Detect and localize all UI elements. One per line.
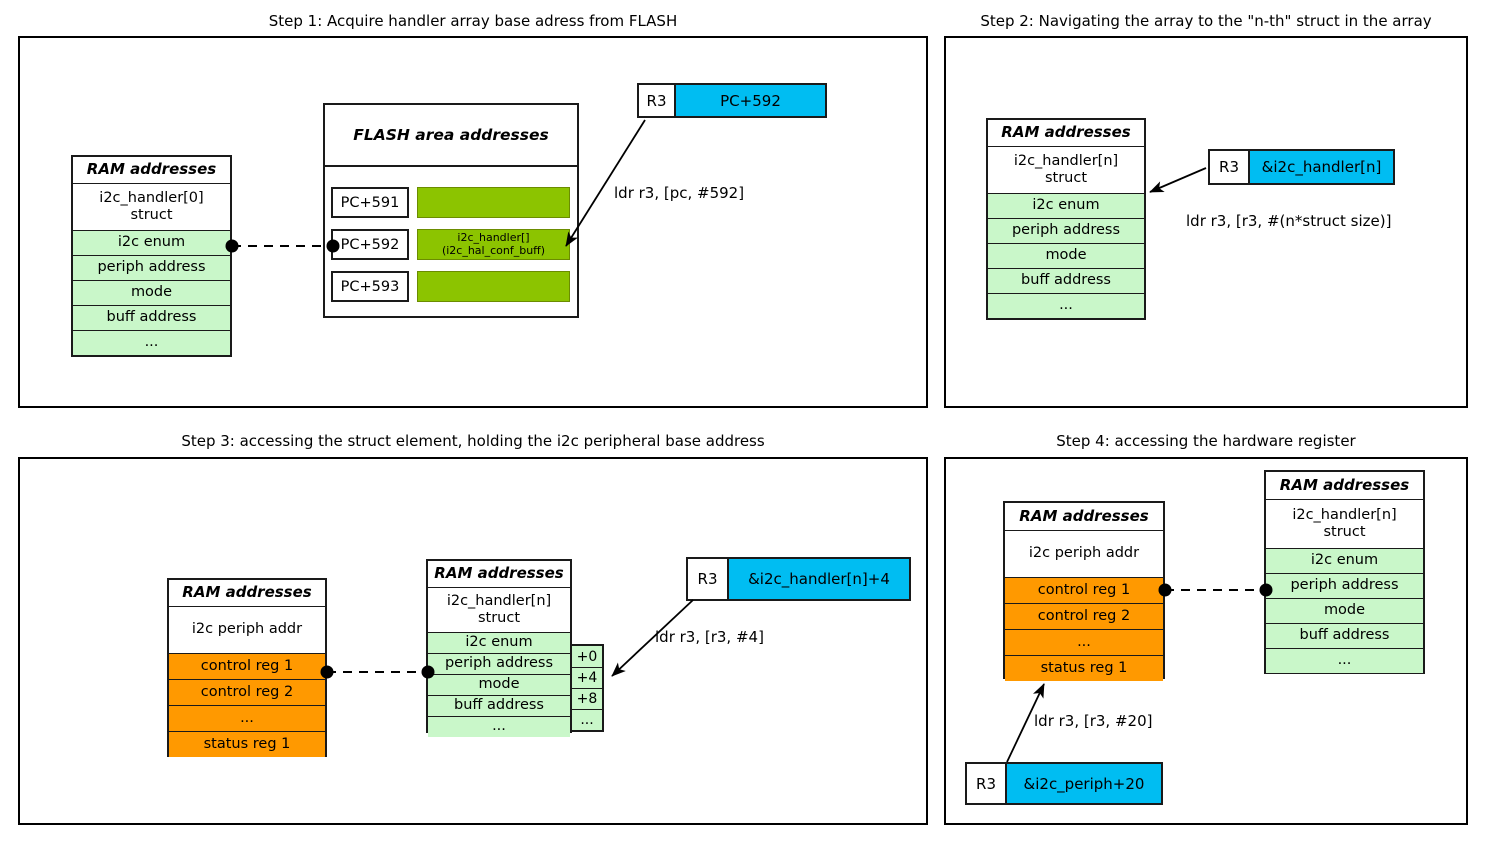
register-box-step3: R3 &i2c_handler[n]+4 xyxy=(686,557,911,601)
periph-row-status-reg-1: status reg 1 xyxy=(169,731,325,757)
register-name: R3 xyxy=(688,559,729,599)
struct-offset-column: +0 +4 +8 ... xyxy=(570,644,604,732)
periph-row-ellipsis: ... xyxy=(169,705,325,731)
flash-address-cell-2: PC+593 xyxy=(331,271,409,302)
flash-table-header: FLASH area addresses xyxy=(325,105,577,167)
struct-row-periph-address: periph address xyxy=(428,653,570,674)
offset-mode: +8 xyxy=(572,688,602,709)
struct-row-ellipsis: ... xyxy=(1266,648,1423,673)
struct-row-buff-address: buff address xyxy=(428,695,570,716)
panel-title-step2: Step 2: Navigating the array to the "n-t… xyxy=(980,12,1432,30)
ram-table-step1: RAM addresses i2c_handler[0]struct i2c e… xyxy=(71,155,232,357)
periph-table-step4: RAM addresses i2c periph addr control re… xyxy=(1003,501,1165,681)
periph-row-control-reg-2: control reg 2 xyxy=(169,679,325,705)
periph-row-status-reg-1: status reg 1 xyxy=(1005,655,1163,681)
ram-row-ellipsis: ... xyxy=(988,293,1144,318)
ram-table-header: RAM addresses xyxy=(73,157,230,183)
offset-buff-address: ... xyxy=(572,709,602,730)
offset-i2c-enum: +0 xyxy=(576,648,598,665)
instruction-step4: ldr r3, [r3, #20] xyxy=(1034,712,1153,730)
periph-row-base: i2c periph addr xyxy=(169,606,325,653)
periph-row-ellipsis: ... xyxy=(1005,629,1163,655)
periph-table-header: RAM addresses xyxy=(1005,503,1163,530)
struct-table-step4: RAM addresses i2c_handler[n]struct i2c e… xyxy=(1264,470,1425,674)
struct-row-i2c-enum: i2c enum xyxy=(1266,548,1423,573)
ram-row-periph-address: periph address xyxy=(73,255,230,280)
panel-title-step4: Step 4: accessing the hardware register xyxy=(1056,432,1356,450)
instruction-step2: ldr r3, [r3, #(n*struct size)] xyxy=(1186,212,1392,230)
periph-row-control-reg-1: control reg 1 xyxy=(169,653,325,679)
struct-row-buff-address: buff address xyxy=(1266,623,1423,648)
ram-row-i2c-enum: i2c enum xyxy=(988,193,1144,218)
flash-data-cell-0 xyxy=(417,187,570,218)
ram-row-periph-address: periph address xyxy=(988,218,1144,243)
periph-table-header: RAM addresses xyxy=(169,580,325,606)
ram-row-struct: i2c_handler[0]struct xyxy=(73,183,230,230)
struct-row-name: i2c_handler[n]struct xyxy=(428,587,570,632)
ram-row-i2c-enum: i2c enum xyxy=(73,230,230,255)
ram-row-struct: i2c_handler[n]struct xyxy=(988,146,1144,193)
periph-row-control-reg-2: control reg 2 xyxy=(1005,603,1163,629)
periph-table-step3: RAM addresses i2c periph addr control re… xyxy=(167,578,327,757)
ram-table-header: RAM addresses xyxy=(988,120,1144,146)
register-name: R3 xyxy=(639,85,676,116)
periph-row-control-reg-1: control reg 1 xyxy=(1005,577,1163,603)
panel-title-step1: Step 1: Acquire handler array base adres… xyxy=(268,12,678,30)
struct-row-mode: mode xyxy=(1266,598,1423,623)
ram-row-mode: mode xyxy=(988,243,1144,268)
ram-row-ellipsis: ... xyxy=(73,330,230,355)
register-box-step1: R3 PC+592 xyxy=(637,83,827,118)
flash-address-cell-0: PC+591 xyxy=(331,187,409,218)
offset-periph-address: +4 xyxy=(572,667,602,688)
register-name: R3 xyxy=(1210,151,1250,183)
panel-title-step3: Step 3: accessing the struct element, ho… xyxy=(181,432,765,450)
register-value: PC+592 xyxy=(676,85,825,116)
instruction-step1: ldr r3, [pc, #592] xyxy=(614,184,745,202)
periph-row-base: i2c periph addr xyxy=(1005,530,1163,577)
struct-table-header: RAM addresses xyxy=(1266,472,1423,499)
struct-row-ellipsis: ... xyxy=(428,716,570,737)
ram-table-step2: RAM addresses i2c_handler[n]struct i2c e… xyxy=(986,118,1146,320)
ram-row-mode: mode xyxy=(73,280,230,305)
ram-row-buff-address: buff address xyxy=(73,305,230,330)
register-value: &i2c_handler[n] xyxy=(1250,151,1393,183)
struct-table-header: RAM addresses xyxy=(428,561,570,587)
struct-row-periph-address: periph address xyxy=(1266,573,1423,598)
flash-address-cell-1: PC+592 xyxy=(331,229,409,260)
register-value: &i2c_periph+20 xyxy=(1007,764,1161,803)
struct-row-name: i2c_handler[n]struct xyxy=(1266,499,1423,548)
instruction-step3: ldr r3, [r3, #4] xyxy=(655,628,764,646)
flash-data-cell-2 xyxy=(417,271,570,302)
ram-row-buff-address: buff address xyxy=(988,268,1144,293)
struct-row-i2c-enum: i2c enum xyxy=(428,632,570,653)
struct-table-step3: RAM addresses i2c_handler[n]struct i2c e… xyxy=(426,559,572,737)
struct-row-mode: mode xyxy=(428,674,570,695)
register-name: R3 xyxy=(967,764,1007,803)
flash-data-cell-1: i2c_handler[](i2c_hal_conf_buff) xyxy=(417,229,570,260)
register-box-step2: R3 &i2c_handler[n] xyxy=(1208,149,1395,185)
register-value: &i2c_handler[n]+4 xyxy=(729,559,909,599)
register-box-step4: R3 &i2c_periph+20 xyxy=(965,762,1163,805)
